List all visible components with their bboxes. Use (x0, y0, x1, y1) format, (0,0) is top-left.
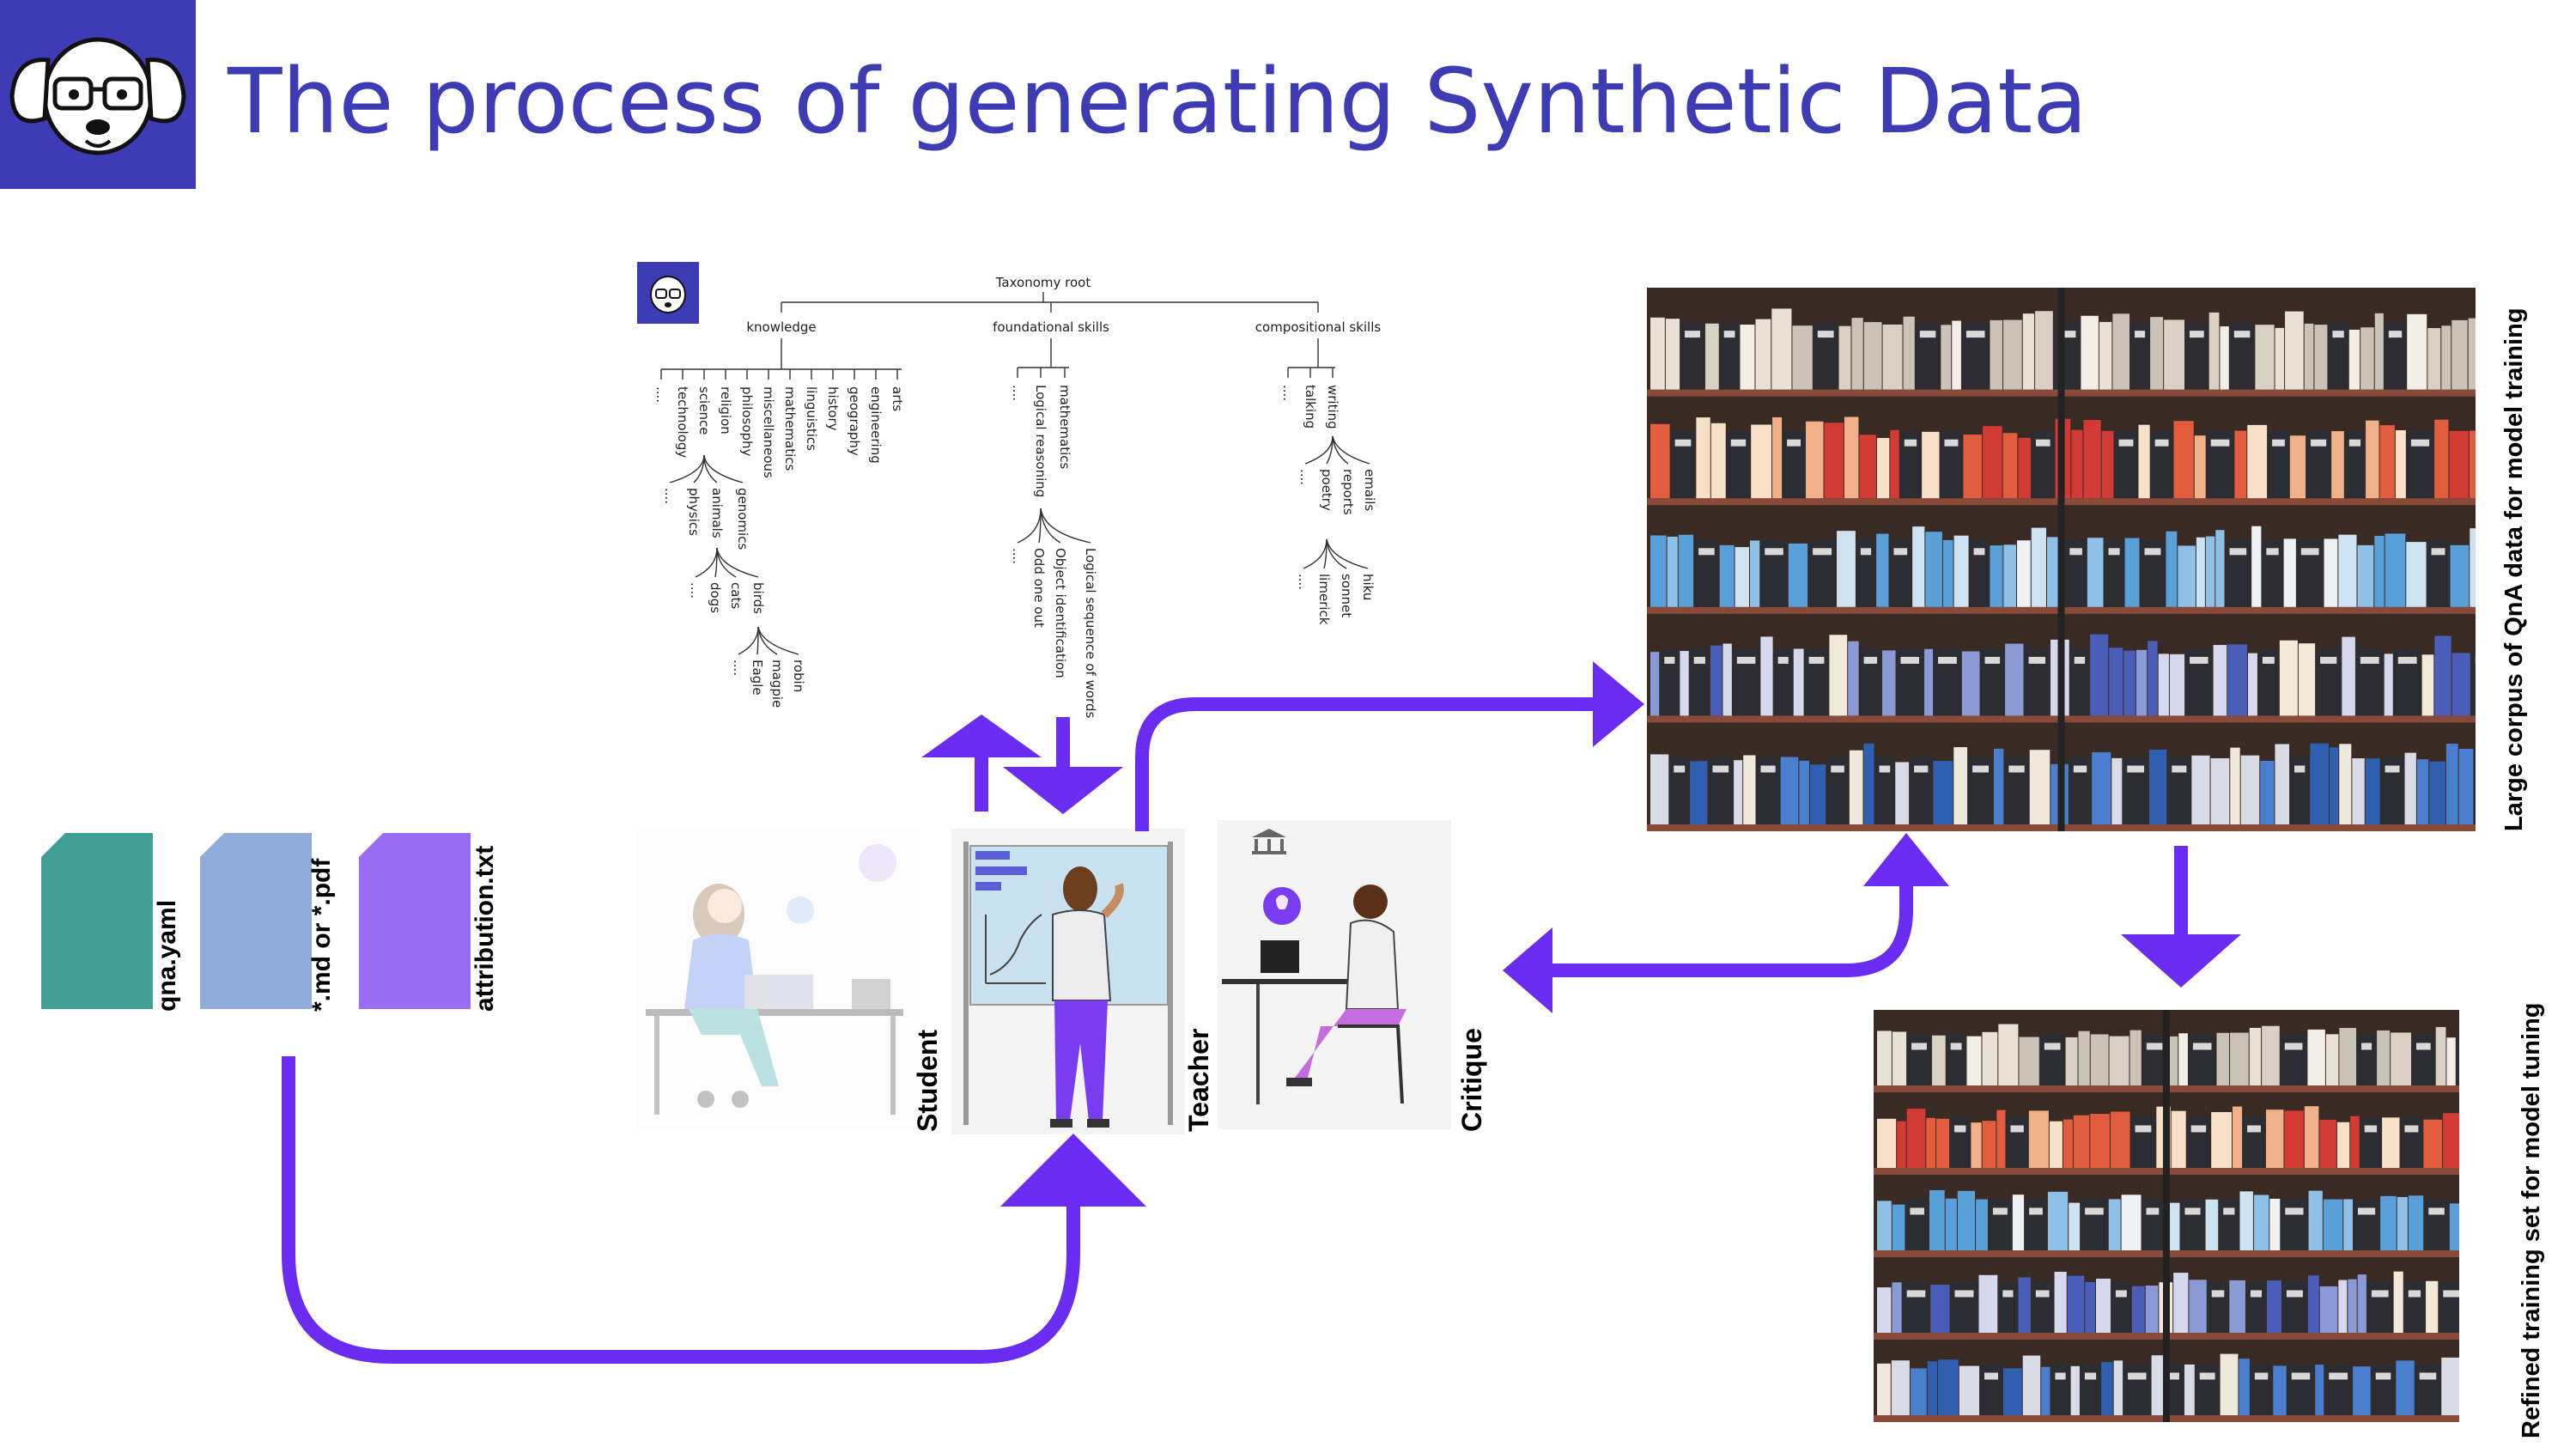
large-corpus-label: Large corpus of QnA data for model train… (2500, 307, 2528, 831)
document-icon (41, 833, 153, 1009)
leaf-miscellaneous: miscellaneous (761, 386, 776, 478)
student-illustration (637, 829, 920, 1129)
leaf-knowledge-0: .... (653, 386, 669, 403)
leaf-birds: birds (750, 582, 766, 614)
leaf-geography: geography (847, 386, 862, 456)
leaf-limerick: limerick (1316, 574, 1332, 625)
leaf-cats: cats (728, 582, 744, 609)
compositional-subtree: .... talking writing .... poetry reports… (1280, 338, 1377, 625)
leaf-birds-0: .... (731, 660, 746, 676)
leaf-philosophy: philosophy (739, 386, 755, 457)
taxonomy-branch-compositional: compositional skills (1255, 319, 1382, 335)
role-label-teacher: Teacher (1183, 1028, 1214, 1132)
taxonomy-branch-knowledge: knowledge (746, 319, 816, 335)
leaf-robin: robin (791, 660, 806, 692)
leaf-odd-one-out: Odd one out (1031, 548, 1047, 628)
leaf-eagle: Eagle (750, 660, 765, 696)
leaf-linguistics: linguistics (804, 386, 819, 451)
taxonomy-root-label: Taxonomy root (995, 275, 1091, 290)
document-icon (200, 833, 312, 1009)
bookshelf-large-image (1647, 288, 2476, 831)
bookshelf-refined-image (1874, 1010, 2459, 1422)
teacher-illustration (951, 829, 1185, 1134)
leaf-history: history (825, 386, 841, 431)
leaf-religion: religion (718, 386, 733, 435)
leaf-science: science (696, 386, 712, 435)
leaf-engineering: engineering (868, 386, 884, 464)
role-label-student: Student (912, 1029, 943, 1132)
science-subtree: .... physics animals genomics (662, 454, 750, 550)
file-qna-yaml[interactable] (41, 833, 153, 1009)
leaf-physics: physics (686, 488, 702, 536)
slide-title: The process of generating Synthetic Data (228, 49, 2087, 154)
taxonomy-logo-icon (637, 262, 699, 324)
chart-bars-icon (975, 851, 1010, 860)
refined-set-label: Refined training set for model tuning (2518, 1002, 2545, 1439)
bank-icon (1252, 829, 1286, 854)
leaf-genomics: genomics (735, 488, 750, 550)
leaf-science-0: .... (662, 488, 677, 504)
leaf-logical-sequence: Logical sequence of words (1083, 548, 1098, 718)
document-icon (359, 833, 471, 1009)
taxonomy-branch-foundational: foundational skills (993, 319, 1109, 335)
student-badge-icon (859, 844, 896, 882)
file-label-qna: qna.yaml (153, 899, 181, 1012)
file-md-pdf[interactable] (200, 833, 312, 1009)
leaf-object-identification: Object identification (1053, 548, 1068, 678)
leaf-poetry-0: .... (1296, 574, 1311, 590)
leaf-logical-reasoning: Logical reasoning (1033, 385, 1048, 497)
leaf-technology: technology (675, 386, 690, 458)
logo-box (0, 0, 196, 189)
leaf-animals: animals (709, 488, 725, 538)
knowledge-leaves: .... technology science religion philoso… (653, 369, 905, 478)
foundational-subtree: .... Logical reasoning mathematics .... … (1010, 338, 1098, 718)
leaf-emails: emails (1362, 469, 1377, 511)
animals-subtree: .... dogs cats birds (688, 547, 766, 614)
leaf-writing: writing (1325, 385, 1340, 429)
leaf-poetry: poetry (1319, 469, 1334, 511)
file-label-md-pdf: *.md or *.pdf (307, 858, 336, 1012)
dog-logo-icon (9, 37, 186, 155)
leaf-sonnet: sonnet (1339, 574, 1354, 617)
leaf-reports: reports (1340, 469, 1356, 515)
leaf-animals-0: .... (688, 582, 703, 599)
file-attribution[interactable] (359, 833, 471, 1009)
leaf-magpie: magpie (769, 660, 785, 708)
laptop-icon (1261, 940, 1299, 973)
leaf-talking: talking (1303, 385, 1318, 429)
critique-illustration (1218, 820, 1451, 1129)
leaf-hiku: hiku (1360, 574, 1376, 600)
role-label-critique: Critique (1456, 1028, 1487, 1132)
file-label-attribution: attribution.txt (471, 845, 499, 1012)
leaf-logic-0: .... (1010, 548, 1025, 564)
leaf-compositional-0: .... (1280, 385, 1296, 401)
leaf-mathematics: mathematics (782, 386, 798, 471)
leaf-arts: arts (890, 386, 905, 411)
leaf-foundational-mathematics: mathematics (1057, 385, 1072, 470)
leaf-writing-0: .... (1297, 469, 1313, 485)
birds-subtree: .... Eagle magpie robin (731, 626, 806, 708)
leaf-foundational-0: .... (1010, 385, 1025, 401)
taxonomy-tree: Taxonomy root knowledge foundational ski… (635, 258, 1408, 739)
leaf-dogs: dogs (708, 582, 723, 613)
